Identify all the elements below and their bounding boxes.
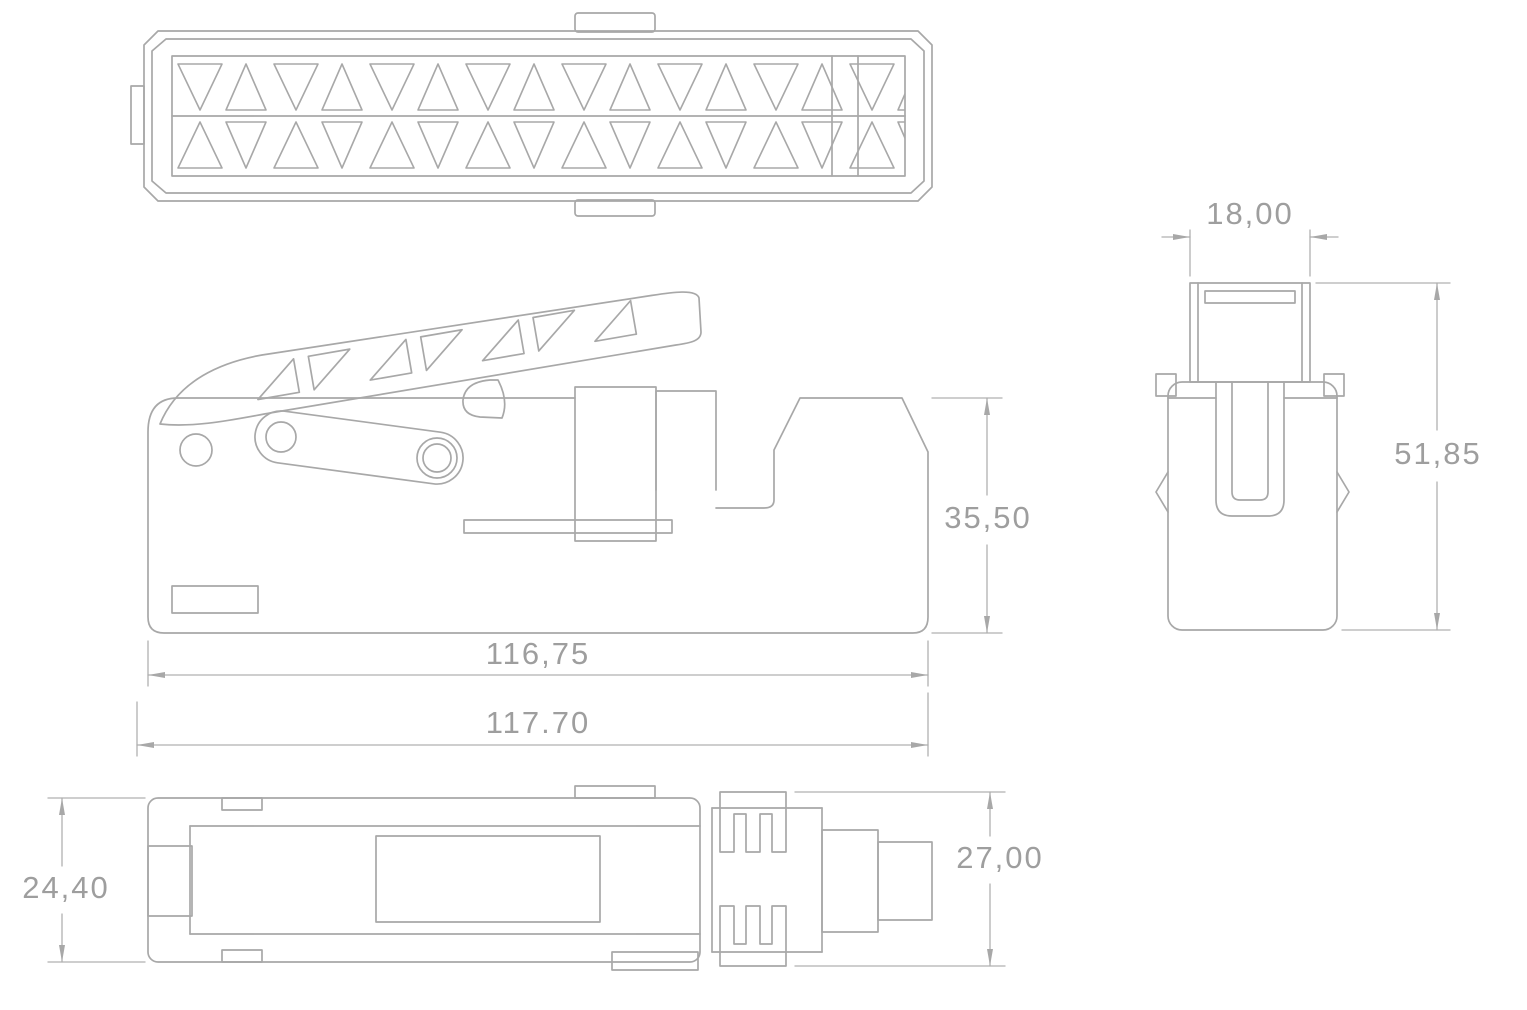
side-view-right-block bbox=[655, 390, 717, 491]
front-view-clip-outer bbox=[1215, 381, 1285, 517]
bottom-view-plug-tip bbox=[877, 841, 933, 921]
dim-front-width-label: 18,00 bbox=[1206, 196, 1294, 231]
front-view bbox=[1155, 282, 1350, 631]
top-view-bottom-tab bbox=[574, 199, 656, 217]
bottom-view-plug-block bbox=[821, 829, 879, 933]
dim-front-height: 51,85 bbox=[1315, 282, 1482, 631]
side-view-base-strip bbox=[463, 519, 673, 534]
front-view-right-hook bbox=[1336, 471, 1350, 513]
dim-bottom-height-right: 27,00 bbox=[794, 791, 1044, 967]
bottom-view-left-block bbox=[147, 845, 193, 917]
side-view-pivot-bushing-inner bbox=[422, 443, 452, 473]
top-view-inner-frame bbox=[151, 38, 925, 194]
top-view bbox=[130, 12, 933, 217]
dim-side-width-inner-label: 116,75 bbox=[486, 636, 591, 671]
side-view-pivot-hole-mid bbox=[265, 421, 297, 453]
dim-bottom-height-right-label: 27,00 bbox=[956, 840, 1044, 875]
bottom-view-bottom-comb bbox=[719, 905, 787, 967]
top-view-left-tab bbox=[130, 85, 145, 145]
front-view-top-block bbox=[1189, 282, 1311, 383]
front-view-right-ear bbox=[1323, 373, 1345, 397]
top-view-top-tab bbox=[574, 12, 656, 33]
dim-bottom-height-left-label: 24,40 bbox=[22, 870, 110, 905]
front-view-left-ear bbox=[1155, 373, 1177, 397]
side-view-linkage-bar bbox=[254, 410, 464, 485]
front-view-top-slot bbox=[1204, 290, 1296, 304]
front-view-body bbox=[1167, 381, 1338, 631]
dim-side-width-outer: 117.70 bbox=[136, 692, 929, 757]
side-view bbox=[147, 291, 929, 634]
dim-side-width-outer-label: 117.70 bbox=[486, 705, 591, 740]
side-view-claw-hook bbox=[462, 379, 506, 419]
dim-side-width-inner: 116,75 bbox=[147, 636, 929, 687]
side-view-lever-triangles bbox=[257, 299, 638, 401]
dim-side-height-label: 35,50 bbox=[944, 500, 1032, 535]
front-view-clip-inner bbox=[1231, 381, 1269, 501]
side-view-label-recess bbox=[171, 585, 259, 614]
bottom-view bbox=[147, 785, 933, 971]
bottom-view-body bbox=[147, 797, 701, 963]
bottom-view-top-comb bbox=[719, 791, 787, 853]
dim-front-height-label: 51,85 bbox=[1394, 436, 1482, 471]
side-view-pivot-bushing-outer bbox=[416, 437, 458, 479]
side-view-center-block bbox=[574, 386, 657, 542]
front-view-left-hook bbox=[1155, 471, 1169, 513]
dim-front-width: 18,00 bbox=[1161, 196, 1339, 277]
side-view-lever-arm bbox=[159, 291, 702, 426]
side-view-body-outline bbox=[147, 397, 929, 634]
dim-side-height: 35,50 bbox=[931, 397, 1032, 634]
side-view-pivot-hole-left bbox=[179, 433, 213, 467]
dim-bottom-height-left: 24,40 bbox=[22, 797, 146, 963]
bottom-view-center-window bbox=[375, 835, 601, 923]
